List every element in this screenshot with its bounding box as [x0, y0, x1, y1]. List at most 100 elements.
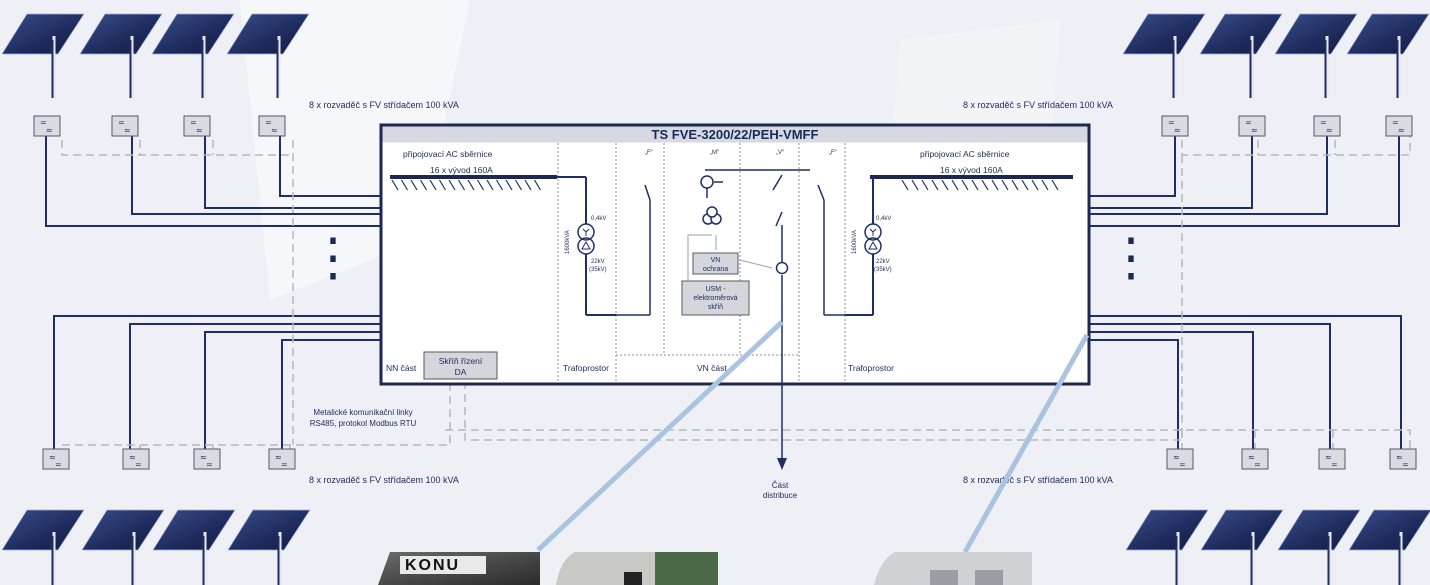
transformer-left-power: 1600kVA: [565, 230, 571, 254]
solar-panel: [1199, 13, 1283, 98]
solar-panel: [226, 13, 310, 98]
ac-symbol-icon: ≈: [196, 126, 203, 135]
comms-line2: RS485, protokol Modbus RTU: [310, 419, 417, 428]
solar-panel: [227, 509, 311, 585]
ac-symbol-icon: ≈: [1398, 126, 1405, 135]
ac-symbol-icon: =: [1254, 460, 1261, 469]
distribution-arrow-icon: [777, 458, 787, 470]
dc-symbol-icon: =: [118, 118, 125, 127]
callout-line-left: [536, 320, 784, 552]
inverter-box: =≈: [1313, 115, 1341, 137]
usm-meter-box: [681, 280, 750, 316]
solar-panel: [1348, 509, 1430, 585]
inverter-box: =≈: [183, 115, 211, 137]
ac-symbol-icon: ≈: [124, 126, 131, 135]
outputs-label-left: 16 x vývod 160A: [430, 165, 493, 175]
transformer-left-lv: 0,4kV: [591, 216, 606, 222]
bay-label-m: „M“: [710, 150, 719, 156]
section-label-nn: NN část: [386, 363, 417, 373]
ellipsis-right: ⋮: [1105, 229, 1157, 287]
solar-panel: [1277, 509, 1361, 585]
dc-symbol-icon: =: [190, 118, 197, 127]
dc-symbol-icon: ≈: [129, 453, 136, 462]
photo-trees: [655, 552, 718, 585]
bay-label-f-right: „F“: [829, 150, 837, 156]
dc-symbol-icon: ≈: [49, 453, 56, 462]
transformer-right-hv2: (35kV): [874, 267, 892, 273]
transformer-left-hv1: 22kV: [591, 259, 605, 265]
ac-symbol-icon: =: [1331, 460, 1338, 469]
inverter-box: =≈: [1238, 115, 1266, 137]
ellipsis-left: ⋮: [307, 229, 359, 287]
dc-symbol-icon: ≈: [275, 453, 282, 462]
dc-symbol-icon: =: [1392, 118, 1399, 127]
transformer-right-power: 1600kVA: [852, 230, 858, 254]
vn-protection-line2: ochrana: [703, 266, 728, 273]
photo-panel-a: [930, 570, 958, 585]
dc-symbol-icon: ≈: [1248, 453, 1255, 462]
busbar-label-right: připojovací AC sběrnice: [920, 149, 1010, 159]
solar-panel: [1274, 13, 1358, 98]
dc-symbol-icon: =: [40, 118, 47, 127]
dc-symbol-icon: ≈: [1396, 453, 1403, 462]
inverter-group-label-bottom-right: 8 x rozvaděč s FV střídačem 100 kVA: [963, 475, 1113, 485]
vn-switchgear: [616, 169, 845, 460]
dc-symbol-icon: ≈: [200, 453, 207, 462]
solar-panel: [1125, 509, 1209, 585]
control-box-line1: Skříň řízení: [439, 356, 483, 366]
inverter-box: ≈=: [1166, 448, 1194, 470]
ac-symbol-icon: =: [206, 460, 213, 469]
transformer-right-lv: 0,4kV: [876, 216, 891, 222]
inverter-box: =≈: [33, 115, 61, 137]
dc-symbol-icon: =: [1320, 118, 1327, 127]
inverter-box: ≈=: [122, 448, 150, 470]
communication-lines: [61, 136, 1411, 450]
section-dividers: [557, 143, 846, 383]
ac-symbol-icon: =: [135, 460, 142, 469]
bay-label-v: „V“: [776, 150, 784, 156]
usm-line3: skříň: [708, 304, 723, 311]
section-label-vn: VN část: [697, 363, 727, 373]
control-box-line2: DA: [455, 367, 467, 377]
control-box: [423, 351, 498, 380]
solar-panel: [1, 13, 85, 98]
inverter-box: =≈: [1385, 115, 1413, 137]
photo-panel-b: [975, 570, 1003, 585]
vn-control-wires: [687, 234, 773, 280]
inverter-group-label-top-right: 8 x rozvaděč s FV střídačem 100 kVA: [963, 100, 1113, 110]
inverter-group-label-bottom-left: 8 x rozvaděč s FV střídačem 100 kVA: [309, 475, 459, 485]
solar-panel: [151, 13, 235, 98]
dc-symbol-icon: ≈: [1173, 453, 1180, 462]
solar-panel: [79, 13, 163, 98]
inverter-box: ≈=: [1318, 448, 1346, 470]
solar-panel: [81, 509, 165, 585]
dc-symbol-icon: =: [1168, 118, 1175, 127]
photo-thumbnails: KONU: [378, 552, 1032, 585]
ac-symbol-icon: =: [1402, 460, 1409, 469]
inverter-boxes: =≈=≈=≈=≈=≈=≈=≈=≈≈=≈=≈=≈=≈=≈=≈=≈=: [33, 115, 1417, 470]
inverter-box: =≈: [1161, 115, 1189, 137]
solar-panel: [1200, 509, 1284, 585]
ac-symbol-icon: =: [55, 460, 62, 469]
photo-sign-plate: [400, 556, 486, 574]
outputs-label-right: 16 x vývod 160A: [940, 165, 1003, 175]
substation-box: TS FVE-3200/22/PEH-VMFF připojovací AC s…: [379, 123, 1091, 470]
photo-sign-text: KONU: [405, 557, 460, 574]
inverter-box: ≈=: [42, 448, 70, 470]
solar-panels: [1, 13, 1430, 585]
inverter-box: ≈=: [193, 448, 221, 470]
inverter-group-label-top-left: 8 x rozvaděč s FV střídačem 100 kVA: [309, 100, 459, 110]
solar-panel: [1346, 13, 1430, 98]
inverter-box: ≈=: [268, 448, 296, 470]
inverter-box: ≈=: [1241, 448, 1269, 470]
ac-symbol-icon: ≈: [271, 126, 278, 135]
vn-protection-line1: VN: [711, 257, 721, 264]
inverter-box: =≈: [258, 115, 286, 137]
substation-title-bar: [382, 126, 1088, 143]
callout-line-right: [962, 333, 1090, 554]
dc-symbol-icon: =: [1245, 118, 1252, 127]
distribution-line2: distribuce: [763, 491, 798, 500]
section-label-trafo-left: Trafoprostor: [563, 363, 609, 373]
ac-symbol-icon: ≈: [46, 126, 53, 135]
